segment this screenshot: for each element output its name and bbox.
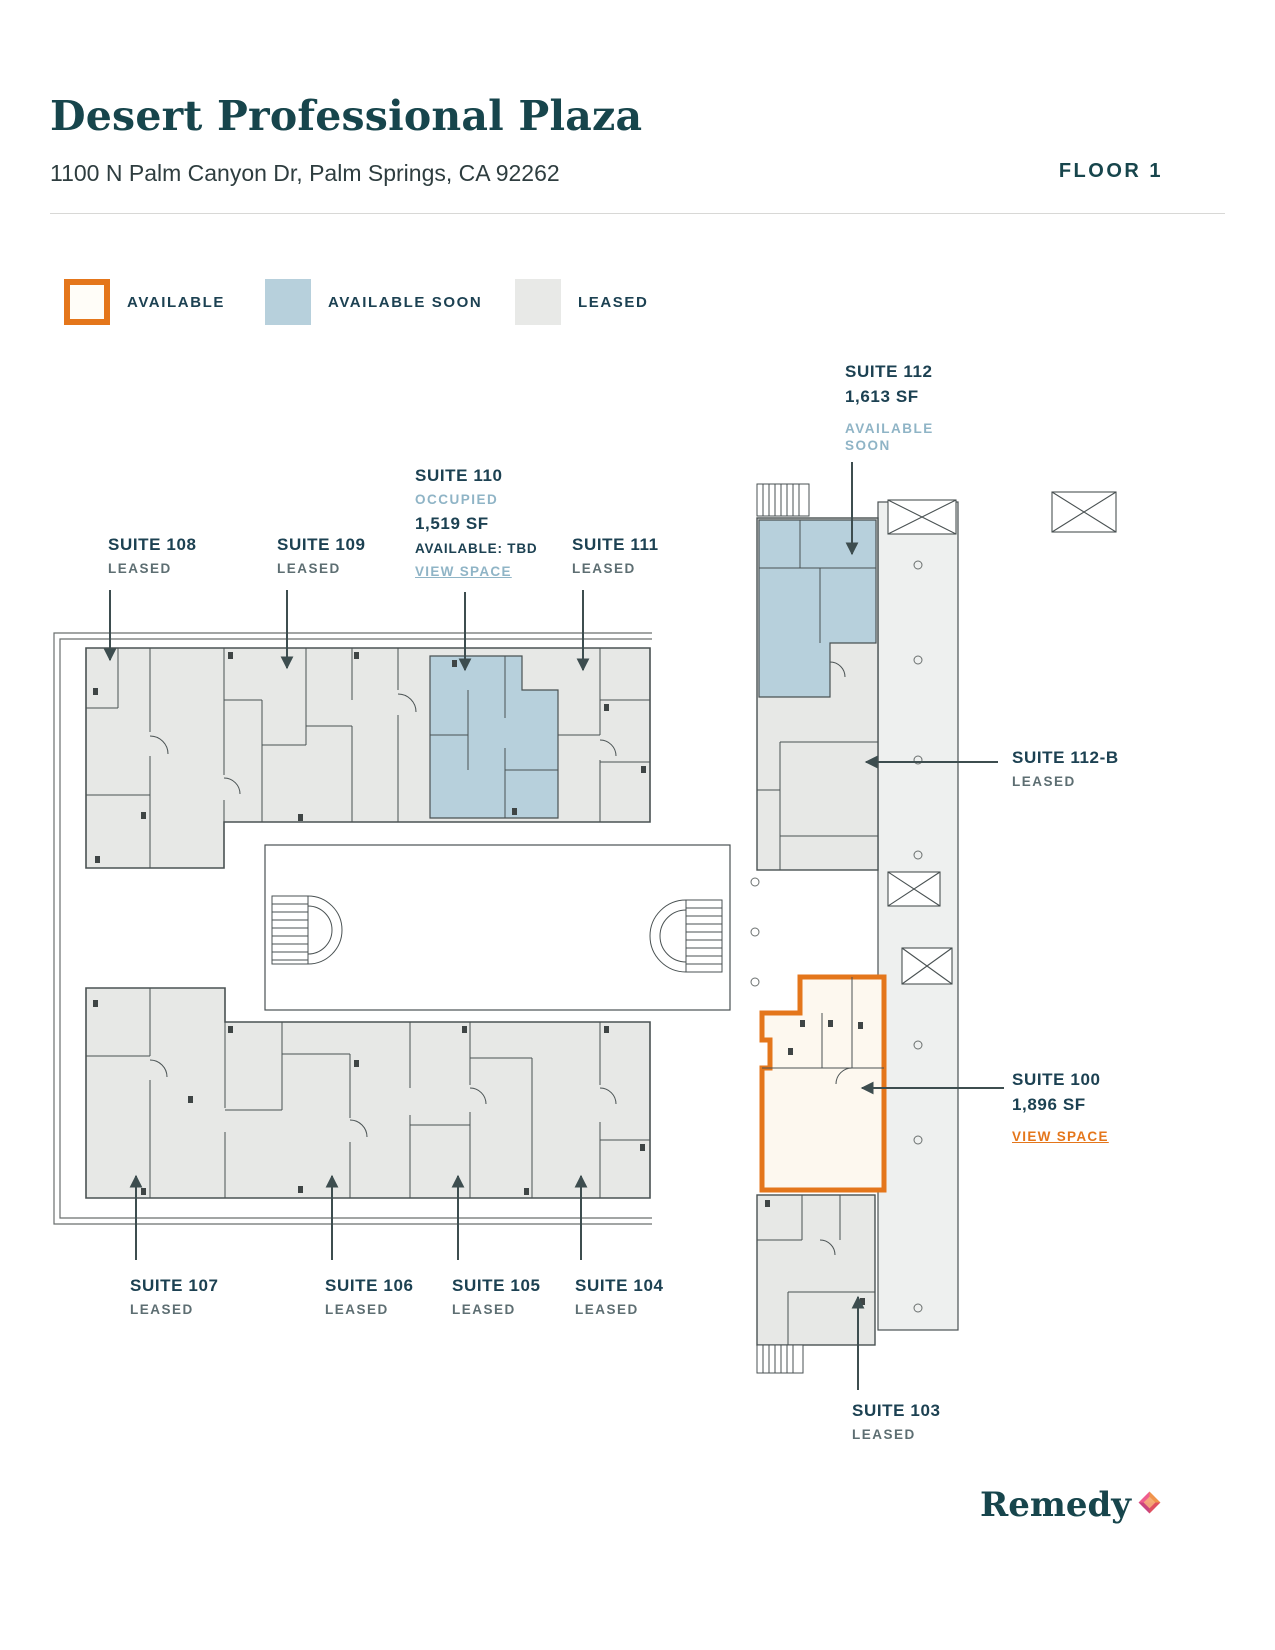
right-building xyxy=(756,483,1117,1374)
suite-106-label: SUITE 106 LEASED xyxy=(325,1276,414,1319)
suite-status: LEASED xyxy=(852,1427,916,1443)
available-soon-swatch xyxy=(265,279,311,325)
legend-label: AVAILABLE SOON xyxy=(328,293,483,311)
stairs-top xyxy=(756,483,810,517)
suite-100-label: SUITE 100 1,896 SF VIEW SPACE xyxy=(1012,1070,1109,1146)
suite-name: SUITE 112-B xyxy=(1012,748,1119,767)
brand-wordmark: Remedy xyxy=(979,1485,1131,1525)
gem-icon xyxy=(1138,1491,1161,1514)
stairs-bottom xyxy=(756,1344,804,1374)
suite-110-shape[interactable] xyxy=(429,655,559,819)
bottom-wing xyxy=(85,987,651,1199)
suite-name: SUITE 109 xyxy=(277,535,366,554)
suite-status: LEASED xyxy=(325,1302,389,1318)
floor-label: FLOOR 1 xyxy=(1058,160,1163,182)
suite-112-shape[interactable] xyxy=(758,519,877,698)
suite-108-label: SUITE 108 LEASED xyxy=(108,535,197,578)
suite-name: SUITE 111 xyxy=(572,535,659,554)
suite-name: SUITE 112 xyxy=(845,362,933,381)
top-wing xyxy=(85,647,651,869)
suite-name: SUITE 103 xyxy=(852,1401,941,1420)
suite-105-label: SUITE 105 LEASED xyxy=(452,1276,541,1319)
view-space-link[interactable]: VIEW SPACE xyxy=(415,564,512,580)
suite-103-shape xyxy=(756,1194,876,1346)
property-address: 1100 N Palm Canyon Dr, Palm Springs, CA … xyxy=(50,160,560,186)
view-space-link[interactable]: VIEW SPACE xyxy=(1012,1128,1109,1144)
suite-100-partitions xyxy=(762,977,884,1085)
suite-availability: AVAILABLE: TBD xyxy=(415,541,538,557)
courtyard xyxy=(264,844,760,1011)
legend-item-available-soon: AVAILABLE SOON xyxy=(265,278,482,326)
suite-status: LEASED xyxy=(1012,774,1076,790)
suite-status: LEASED xyxy=(130,1302,194,1318)
suite-status: AVAILABLE SOON xyxy=(845,420,934,454)
suite-status: LEASED xyxy=(452,1302,516,1318)
right-corridor xyxy=(877,501,959,1331)
legend-item-leased: LEASED xyxy=(515,278,648,326)
shaft-boxes xyxy=(887,491,1117,985)
available-swatch xyxy=(64,279,110,325)
suite-status: OCCUPIED xyxy=(415,492,499,508)
suite-100-shape[interactable] xyxy=(759,974,887,1193)
suite-100-fixtures xyxy=(788,1020,863,1055)
suite-name: SUITE 100 xyxy=(1012,1070,1101,1089)
leased-swatch xyxy=(515,279,561,325)
stair-right xyxy=(649,899,723,973)
suite-107-label: SUITE 107 LEASED xyxy=(130,1276,219,1319)
legend-label: LEASED xyxy=(578,293,649,311)
suite-103-partitions xyxy=(757,1195,875,1345)
suite-square-footage: 1,613 SF xyxy=(845,387,919,407)
suite-name: SUITE 107 xyxy=(130,1276,219,1295)
suite-name: SUITE 108 xyxy=(108,535,197,554)
suite-name: SUITE 106 xyxy=(325,1276,414,1295)
brand-logo: Remedy xyxy=(980,1488,1163,1522)
legend-item-available: AVAILABLE xyxy=(64,278,225,326)
suite-109-label: SUITE 109 LEASED xyxy=(277,535,366,578)
suite-name: SUITE 110 xyxy=(415,466,503,485)
suite-110-label: SUITE 110 OCCUPIED 1,519 SF AVAILABLE: T… xyxy=(415,466,537,581)
suite-status: LEASED xyxy=(575,1302,639,1318)
suite-square-footage: 1,896 SF xyxy=(1012,1095,1086,1115)
bottom-wing-partitions xyxy=(86,988,650,1198)
suite-112-label: SUITE 112 1,613 SF AVAILABLE SOON xyxy=(845,362,947,455)
suite-name: SUITE 105 xyxy=(452,1276,541,1295)
legend-label: AVAILABLE xyxy=(127,293,226,311)
right-top-partitions xyxy=(757,520,878,870)
stair-left xyxy=(271,895,343,965)
page-title: Desert Professional Plaza xyxy=(50,92,643,140)
suite-status: LEASED xyxy=(108,561,172,577)
top-wing-partitions xyxy=(86,648,650,868)
site-boundary xyxy=(53,632,652,1225)
callout-arrows xyxy=(103,462,1004,1390)
suite-status: LEASED xyxy=(572,561,636,577)
suite-104-label: SUITE 104 LEASED xyxy=(575,1276,664,1319)
suite-name: SUITE 104 xyxy=(575,1276,664,1295)
suite-112b-label: SUITE 112-B LEASED xyxy=(1012,748,1119,791)
suite-square-footage: 1,519 SF xyxy=(415,513,489,533)
header-divider xyxy=(50,213,1225,214)
top-wing-fixtures xyxy=(93,652,646,863)
suite-111-label: SUITE 111 LEASED xyxy=(572,535,659,578)
bottom-wing-fixtures xyxy=(93,1000,645,1195)
corridor-columns xyxy=(913,560,923,1313)
suite-103-label: SUITE 103 LEASED xyxy=(852,1401,941,1444)
suite-status: LEASED xyxy=(277,561,341,577)
